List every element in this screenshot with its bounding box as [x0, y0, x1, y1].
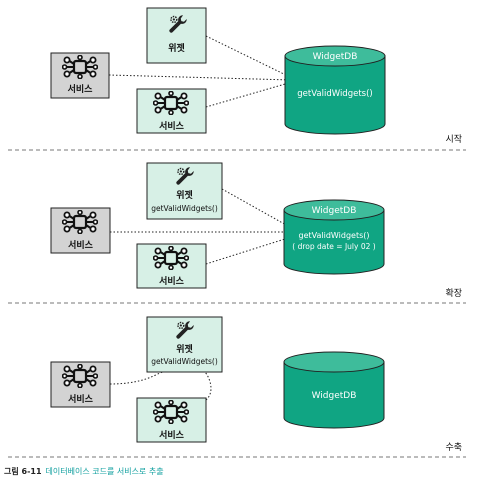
- service-label: 서비스: [159, 429, 185, 441]
- database-cylinder: WidgetDB getValidWidgets(): [284, 45, 386, 135]
- connectors-expand: [110, 188, 289, 265]
- widget-box: 위젯 getValidWidgets(): [146, 316, 223, 373]
- widget-label: 위젯: [176, 343, 193, 355]
- widget-label: 위젯: [176, 189, 193, 201]
- service-label: 서비스: [68, 83, 94, 95]
- connectors-contract: [109, 371, 212, 401]
- service-bottom-box: 서비스: [136, 88, 207, 134]
- panel-contract: 위젯 getValidWidgets() 서비스 서비스 WidgetDB 수축: [50, 316, 462, 453]
- service-left-box: 서비스: [50, 361, 111, 408]
- service-left-box: 서비스: [50, 52, 110, 99]
- database-cylinder: WidgetDB getValidWidgets() ( drop date =…: [283, 199, 385, 275]
- panel-expand: 위젯 getValidWidgets() 서비스 서비스 WidgetDB ge…: [50, 162, 462, 299]
- database-cylinder: WidgetDB: [283, 351, 385, 429]
- stage-label: 수축: [445, 442, 462, 453]
- db-condition: ( drop date = July 02 ): [292, 242, 375, 251]
- connectors-start: [108, 35, 293, 108]
- db-title: WidgetDB: [312, 391, 357, 401]
- service-label: 서비스: [68, 239, 94, 251]
- widget-method: getValidWidgets(): [151, 357, 218, 366]
- db-method: getValidWidgets(): [299, 231, 370, 240]
- widget-method: getValidWidgets(): [151, 204, 218, 213]
- db-title: WidgetDB: [312, 206, 357, 216]
- db-title: WidgetDB: [313, 52, 358, 62]
- figure-number: 그림 6-11: [4, 467, 42, 476]
- stage-label: 시작: [445, 134, 462, 145]
- service-label: 서비스: [159, 120, 185, 132]
- service-bottom-box: 서비스: [136, 243, 207, 289]
- widget-box: 위젯 getValidWidgets(): [146, 162, 223, 220]
- stage-label: 확장: [445, 287, 462, 299]
- panel-start: 위젯 서비스 서비스 WidgetDB getValidWidgets() 시작: [50, 7, 462, 145]
- figure-title: 데이터베이스 코드를 서비스로 추출: [45, 467, 164, 476]
- service-bottom-box: 서비스: [136, 397, 207, 443]
- service-label: 서비스: [68, 393, 94, 405]
- service-label: 서비스: [159, 275, 185, 287]
- widget-box: 위젯: [146, 7, 207, 64]
- db-method: getValidWidgets(): [297, 89, 372, 99]
- widget-label: 위젯: [168, 42, 185, 54]
- service-left-box: 서비스: [50, 207, 111, 254]
